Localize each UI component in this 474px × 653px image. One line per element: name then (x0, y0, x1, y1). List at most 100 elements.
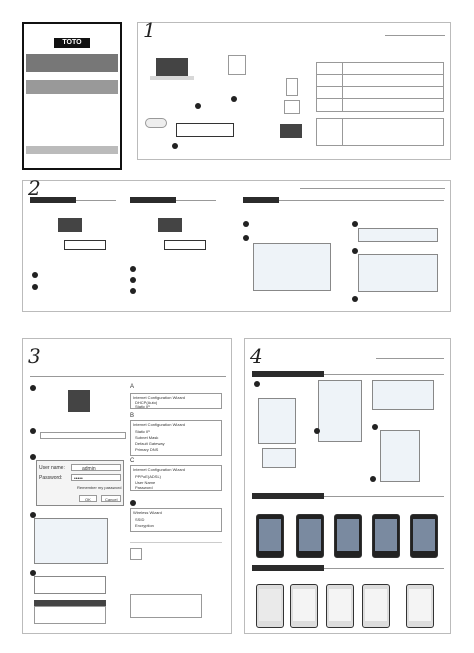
rule (324, 568, 444, 569)
section-4-rule (376, 358, 444, 359)
table-row-line (316, 98, 444, 99)
internet-cloud-icon (145, 118, 167, 128)
step-dot (372, 424, 378, 430)
step-dot (30, 570, 36, 576)
step-dot (30, 385, 36, 391)
phone-screenshot (410, 514, 438, 558)
login-dialog: User name: admin Password: ••••• Remembe… (36, 460, 124, 506)
tablet-icon (284, 100, 300, 114)
phone-screenshot (256, 514, 284, 558)
note-box (130, 594, 202, 618)
ip-label: Static IP (135, 429, 150, 434)
step-dot (370, 476, 376, 482)
windows-start-menu (258, 398, 296, 444)
table-body (34, 606, 106, 624)
table-col-line (342, 62, 343, 112)
cover-band-bottom (26, 146, 118, 154)
network-popup (262, 448, 296, 468)
step-dot (32, 284, 38, 290)
static-option[interactable]: Static IP (135, 404, 150, 409)
encryption-label: Encryption (135, 523, 154, 528)
wizard-mini (34, 576, 106, 594)
laptop-icon (158, 218, 182, 232)
dns-label: Primary DNS (135, 447, 159, 452)
web-ui-screenshot (358, 254, 438, 292)
laptop-icon (58, 218, 82, 232)
web-ui-screenshot (34, 518, 108, 564)
laptop-icon (156, 58, 188, 76)
section-4-header-ios (252, 565, 324, 571)
pppoe-user-label: User Name (135, 480, 156, 485)
password-field[interactable]: ••••• (71, 474, 121, 482)
ok-label: OK (85, 497, 91, 502)
pppoe-option[interactable]: PPPoE(ADSL) (135, 474, 162, 479)
power-outlet-icon (228, 55, 246, 75)
router-icon (164, 240, 206, 250)
cancel-label: Cancel (105, 497, 118, 502)
rule (324, 374, 444, 375)
step-dot (195, 103, 201, 109)
section-2-rule (300, 188, 445, 189)
section-3-number: 3 (28, 344, 41, 368)
username-field[interactable]: admin (71, 464, 121, 472)
warning-icon (130, 548, 142, 560)
section-2-header-c (243, 197, 279, 203)
wizard-title: Internet Configuration Wizard (133, 467, 186, 472)
table-row-line (316, 74, 444, 75)
ie-shortcut-icon (68, 390, 90, 412)
rule (176, 200, 216, 201)
wizard-title: Internet Configuration Wizard (133, 395, 186, 400)
section-4-number: 4 (250, 344, 263, 368)
ssid-label: SSID (135, 517, 145, 522)
wifi-key-dialog (372, 380, 434, 410)
section-2-header-b (130, 197, 176, 203)
step-label-b: B (130, 413, 135, 419)
table-header (34, 600, 106, 606)
wizard-static: Internet Configuration Wizard Static IP … (130, 420, 222, 456)
cover-panel: TOTO LINK (22, 22, 122, 170)
step-dot (352, 296, 358, 302)
step-dot (130, 288, 136, 294)
step-dot (30, 428, 36, 434)
phone-screenshot (372, 514, 400, 558)
section-1-number: 1 (143, 18, 156, 42)
wireless-title: Wireless Wizard (133, 510, 162, 515)
address-bar (40, 432, 126, 439)
cancel-button[interactable]: Cancel (101, 495, 121, 502)
table-row-line (316, 86, 444, 87)
step-dot (130, 277, 136, 283)
wifi-connected-screenshot (380, 430, 420, 482)
phone-screenshot (362, 584, 390, 628)
dhcp-option[interactable]: DHCP(Auto) (135, 400, 158, 405)
wizard-pppoe: Internet Configuration Wizard PPPoE(ADSL… (130, 465, 222, 491)
section-2-number: 2 (28, 176, 41, 200)
phone-screenshot (406, 584, 434, 628)
step-dot (352, 221, 358, 227)
step-dot (172, 143, 178, 149)
brand-logo: TOTO LINK (54, 38, 90, 56)
wireless-wizard: Wireless Wizard SSID Encryption (130, 508, 222, 532)
step-dot (243, 221, 249, 227)
cover-band-mid (26, 80, 118, 94)
step-dot (32, 272, 38, 278)
phone-screenshot (256, 584, 284, 628)
rule (279, 200, 444, 201)
step-dot (243, 235, 249, 241)
router-icon (64, 240, 106, 250)
step-dot (231, 96, 237, 102)
section-1-rule (385, 35, 445, 36)
ok-button[interactable]: OK (79, 495, 97, 502)
phone-screenshot (290, 584, 318, 628)
section-4-header-android (252, 493, 324, 499)
wizard-title: Internet Configuration Wizard (133, 422, 186, 427)
username-value: admin (82, 466, 96, 472)
wizard-dhcp: Internet Configuration Wizard DHCP(Auto)… (130, 393, 222, 409)
step-dot (130, 266, 136, 272)
step-label-a: A (130, 384, 135, 390)
step-dot (352, 248, 358, 254)
phone-screenshot (326, 584, 354, 628)
step-dot (130, 500, 136, 506)
wifi-list-screenshot (318, 380, 362, 442)
password-value: ••••• (74, 476, 83, 482)
